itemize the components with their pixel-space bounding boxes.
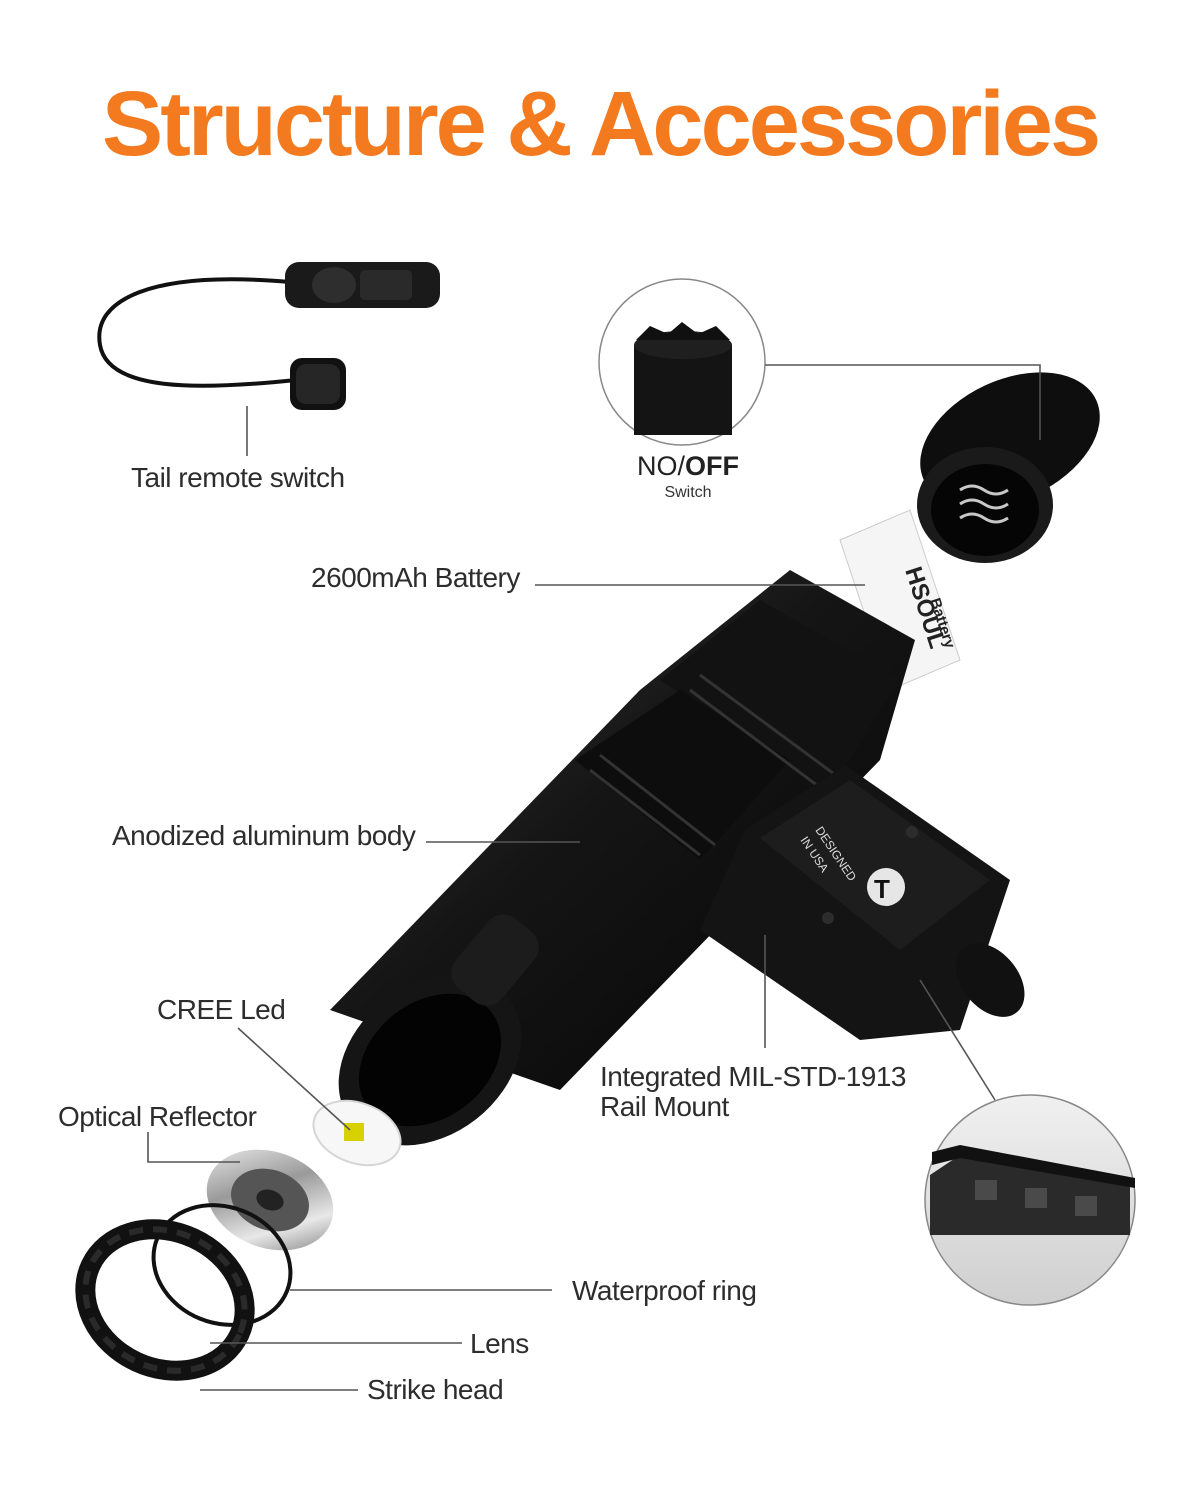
strike-head-image: [75, 1219, 255, 1381]
page-title: Structure & Accessories: [101, 73, 1101, 175]
rail-mount-label-line2: Rail Mount: [600, 1091, 729, 1122]
switch-zoom-image: [598, 278, 766, 446]
strike-head-label: Strike head: [367, 1374, 504, 1405]
optical-reflector-label: Optical Reflector: [58, 1101, 257, 1132]
svg-text:T: T: [874, 874, 890, 904]
tail-remote-switch-image: [97, 262, 440, 410]
switch-label: NO/OFF: [600, 451, 776, 482]
switch-off-text: OFF: [685, 451, 739, 481]
flashlight-body-image: [330, 570, 915, 1146]
leader-lines: [147, 364, 1041, 1391]
body-label: Anodized aluminum body: [112, 820, 416, 851]
tail-remote-switch-label: Tail remote switch: [131, 462, 345, 493]
rail-mount-image: T DESIGNED IN USA: [700, 765, 1025, 1040]
cree-led-label: CREE Led: [157, 994, 286, 1025]
battery-label: 2600mAh Battery: [311, 562, 520, 593]
waterproof-ring-label: Waterproof ring: [572, 1275, 757, 1306]
tail-cap-image: [917, 372, 1100, 563]
switch-sublabel: Switch: [664, 484, 712, 501]
switch-on-text: NO/: [636, 451, 685, 481]
rail-mount-label-line1: Integrated MIL-STD-1913: [600, 1061, 907, 1092]
lens-label: Lens: [470, 1328, 529, 1359]
rail-zoom-image: [924, 1094, 1136, 1306]
